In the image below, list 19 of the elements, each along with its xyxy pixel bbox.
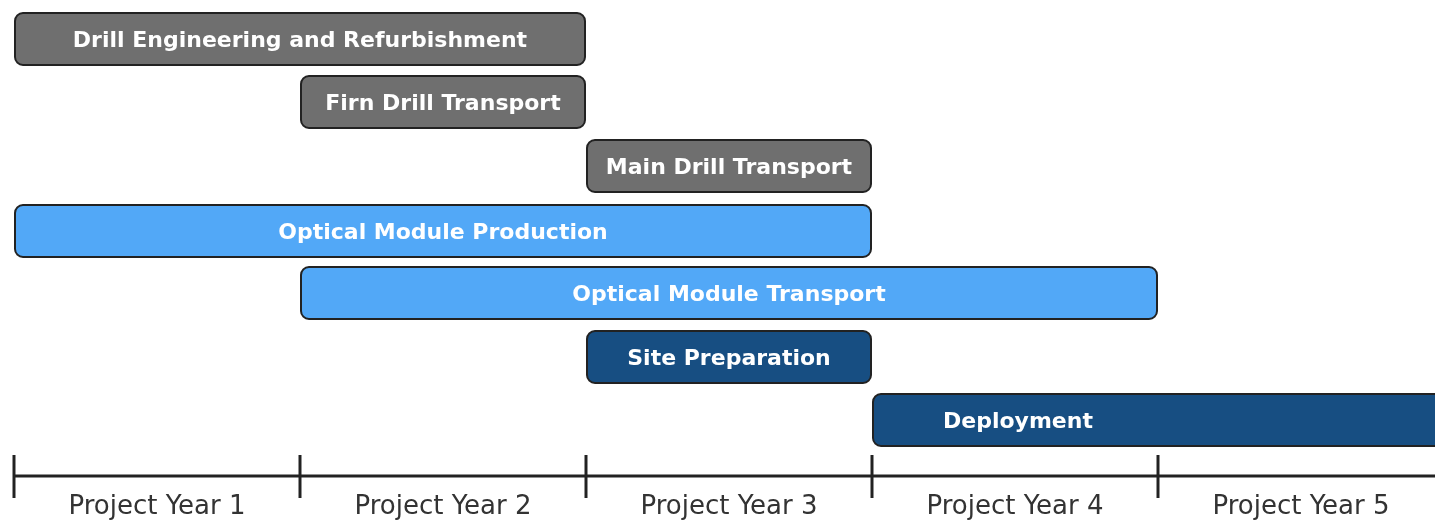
task-label: Optical Module Production [278, 218, 608, 244]
task-bar [586, 139, 872, 193]
task-bar [300, 266, 1158, 320]
axis-label: Project Year 2 [354, 490, 532, 520]
task-bar [14, 204, 872, 258]
task-label: Main Drill Transport [605, 153, 853, 179]
task-bar [872, 393, 1435, 447]
task-bar [586, 330, 872, 384]
task-bar [300, 75, 586, 129]
task-label: Site Preparation [627, 344, 831, 370]
axis-label: Project Year 4 [926, 490, 1104, 520]
task-bar [14, 12, 586, 66]
axis-label: Project Year 1 [68, 490, 246, 520]
axis-label: Project Year 5 [1212, 490, 1390, 520]
axis-label: Project Year 3 [640, 490, 818, 520]
task-label: Firn Drill Transport [325, 89, 561, 115]
task-label: Deployment [943, 407, 1093, 433]
task-label: Drill Engineering and Refurbishment [72, 26, 528, 52]
task-label: Optical Module Transport [572, 280, 886, 306]
